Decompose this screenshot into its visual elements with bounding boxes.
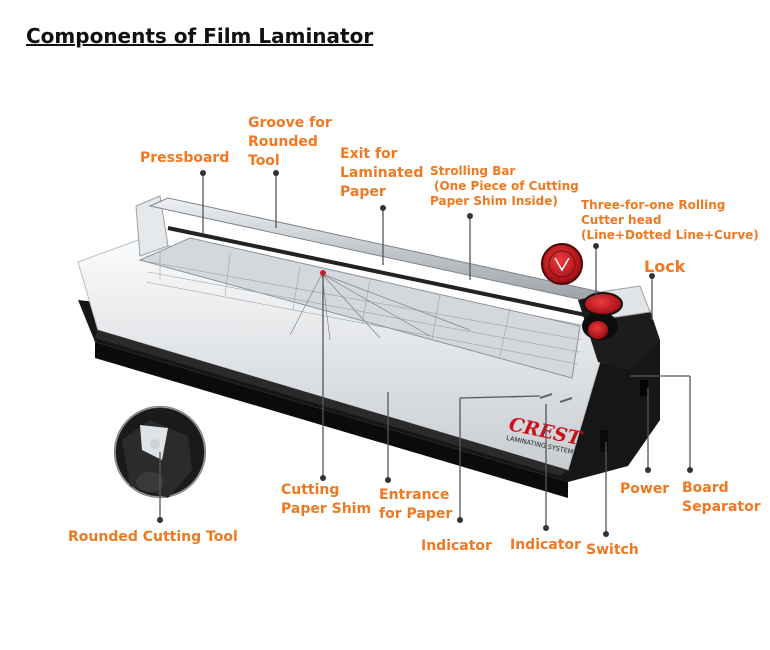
label-cutting-paper-shim: Cutting Paper Shim xyxy=(281,482,372,517)
label-exit-for-laminated-paper: Exit for Laminated Paper xyxy=(340,146,424,200)
label-lock: Lock xyxy=(644,257,686,276)
label-board-separator: Board Separator xyxy=(682,480,761,515)
label-indicator-2: Indicator xyxy=(510,537,581,553)
label-rounded-cutting-tool: Rounded Cutting Tool xyxy=(68,529,238,545)
label-switch: Switch xyxy=(586,542,639,558)
rolling-cutter-head xyxy=(582,292,623,340)
cutting-mat xyxy=(138,237,583,379)
label-groove-for-rounded-tool: Groove for Rounded Tool xyxy=(248,115,332,169)
label-indicator-1: Indicator xyxy=(421,538,492,554)
cutter-detail-inset xyxy=(541,243,583,285)
page-title: Components of Film Laminator xyxy=(26,24,374,48)
label-rolling-cutter-head: Three-for-one Rolling Cutter head (Line+… xyxy=(581,198,759,242)
indicator-lights xyxy=(539,393,573,403)
switch-body xyxy=(600,430,608,452)
label-power: Power xyxy=(620,481,670,497)
power-socket xyxy=(640,380,648,396)
leader-lines xyxy=(159,173,691,534)
left-end-cap xyxy=(135,195,169,257)
label-entrance-for-paper: Entrance for Paper xyxy=(379,487,453,522)
label-strolling-bar: Strolling Bar (One Piece of Cutting Pape… xyxy=(430,164,579,208)
rounded-cutting-tool-image xyxy=(114,406,206,498)
leader-dots xyxy=(157,170,693,537)
label-pressboard: Pressboard xyxy=(140,150,230,166)
